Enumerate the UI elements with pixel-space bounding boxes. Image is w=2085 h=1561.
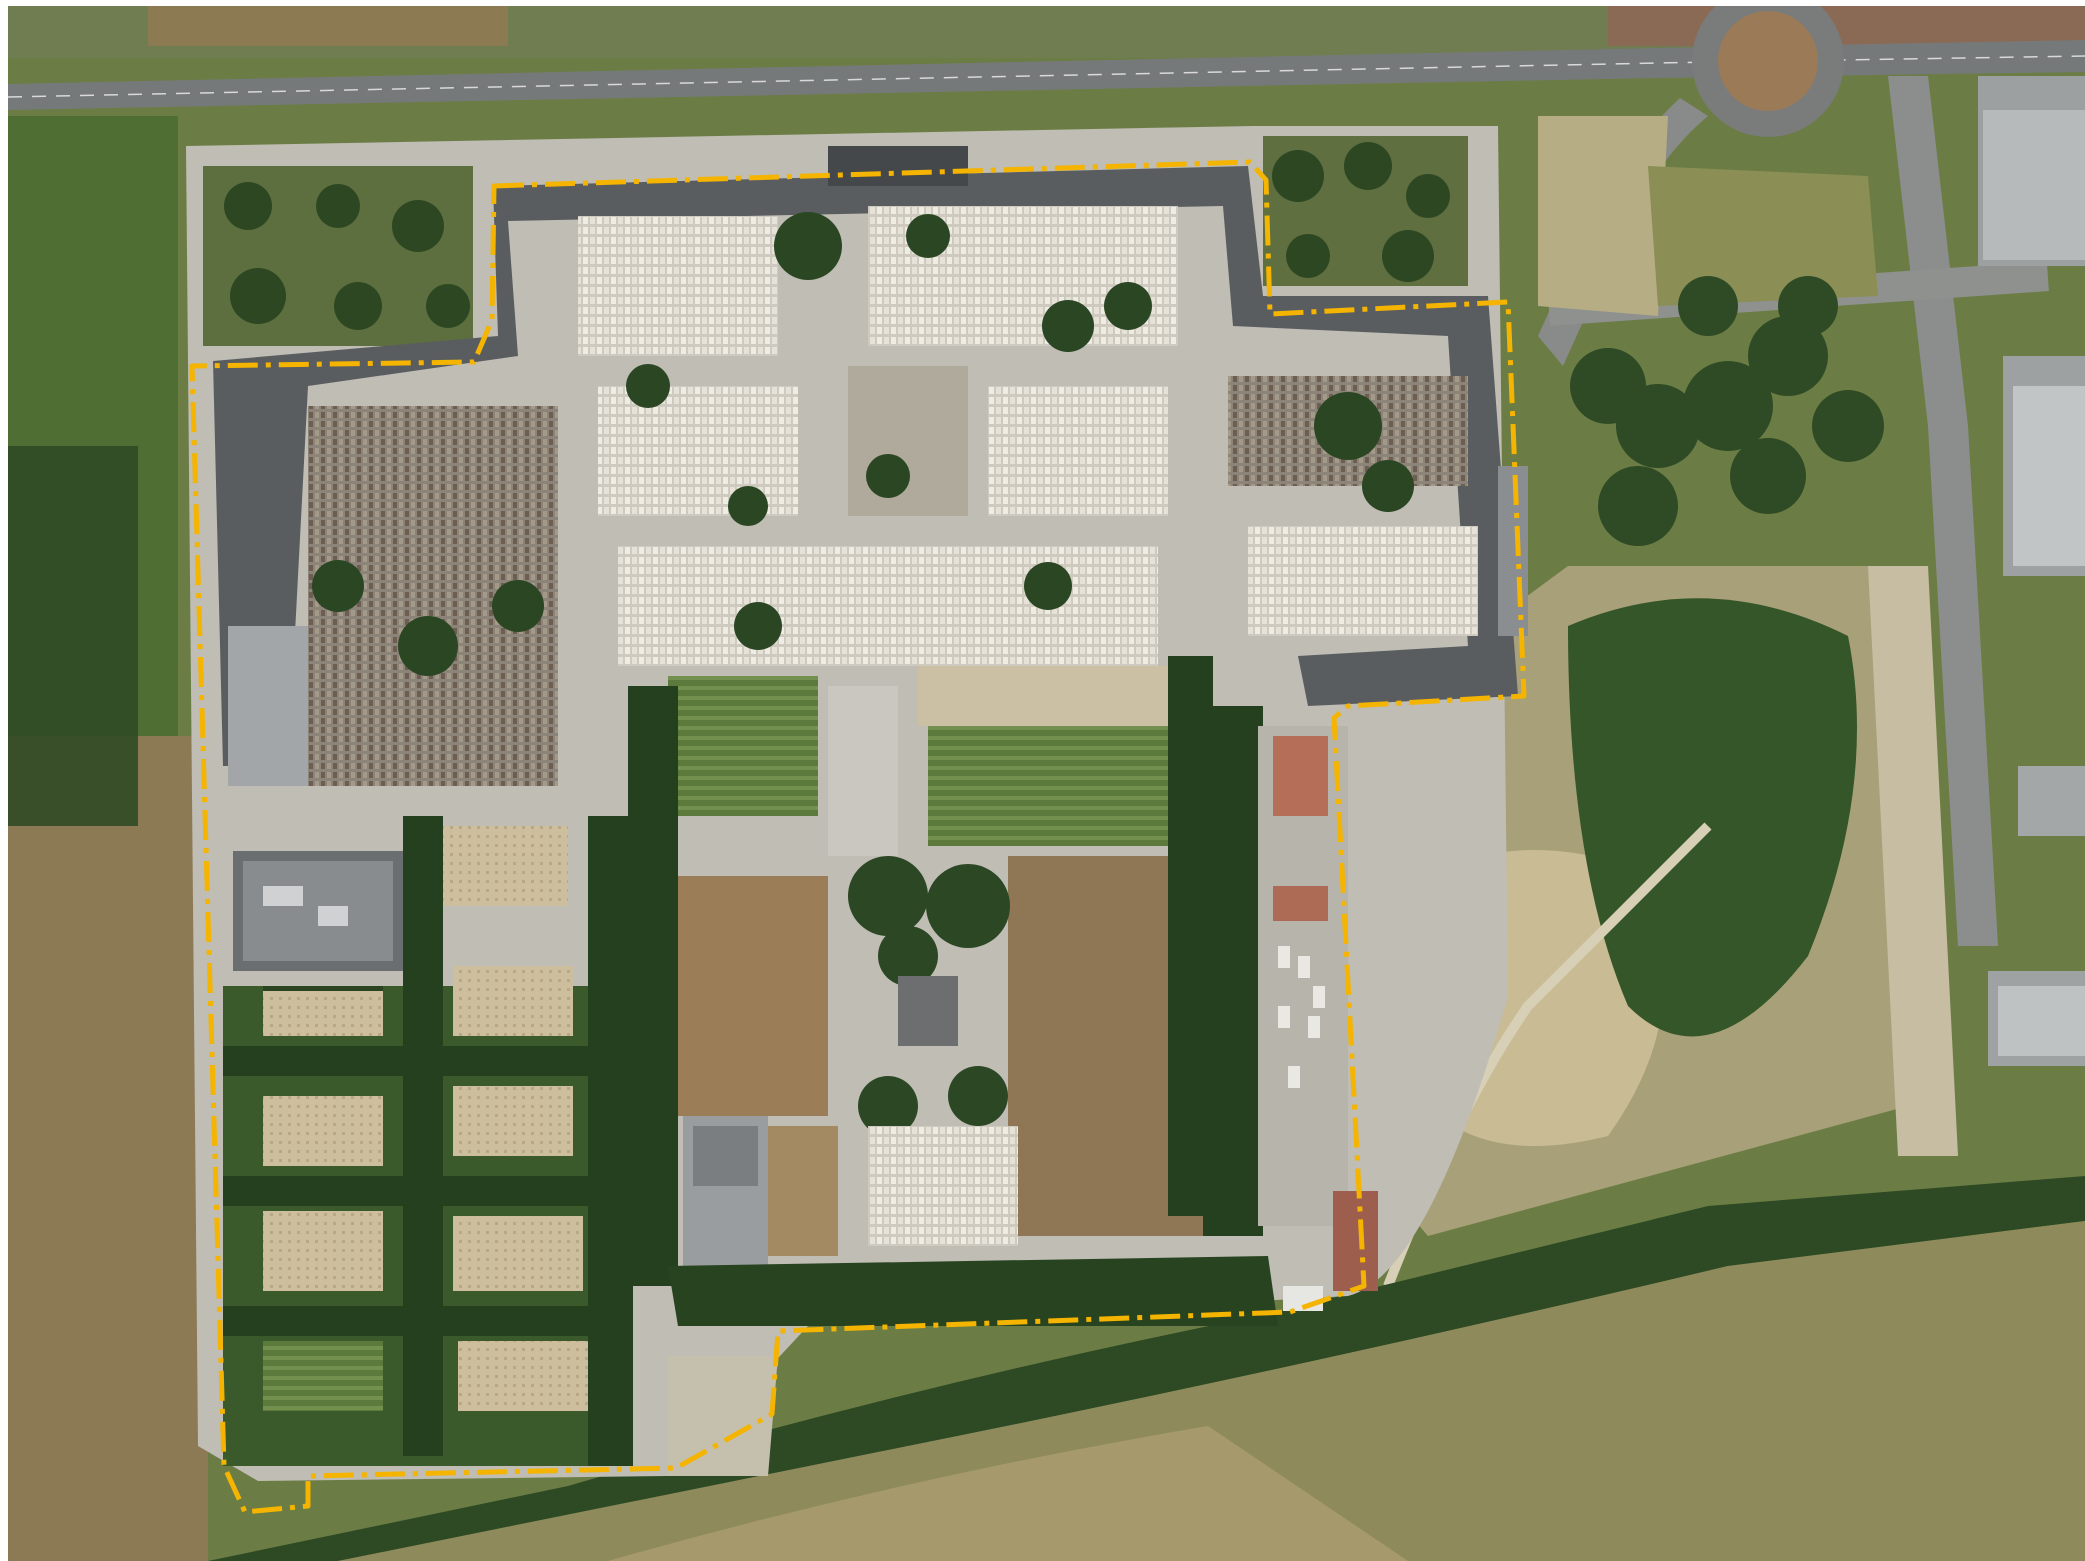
graves-section-east-2 (1248, 526, 1478, 636)
sand-area-central (918, 666, 1168, 726)
industrial-building-3 (2018, 766, 2085, 836)
red-roof-building-3 (1333, 1191, 1378, 1291)
tree-cluster-right (1570, 276, 1884, 546)
scrub-trees (1568, 598, 1857, 1037)
dry-field-central-west (678, 876, 828, 1116)
graves-section-south (868, 1126, 1018, 1246)
south-tree-row (668, 1256, 1278, 1326)
chapel (898, 976, 958, 1046)
graves-section-central (618, 546, 1158, 666)
cemetery-trees (312, 212, 1414, 676)
red-roof-building-2 (1273, 886, 1328, 921)
bottom-field (338, 1221, 2085, 1561)
aerial-map[interactable] (8, 6, 2085, 1561)
graves-section-north-2 (598, 386, 798, 516)
red-roof-building-1 (1273, 736, 1328, 816)
left-dry-field (8, 736, 208, 1561)
graves-section-north-5 (988, 386, 1168, 516)
crop-field-3 (928, 726, 1178, 846)
crop-field-2 (668, 746, 818, 816)
cemetery (186, 126, 1528, 1481)
left-tree-belt (8, 446, 138, 826)
site-boundary (189, 159, 1527, 1515)
graves-section-north-1 (578, 216, 778, 356)
